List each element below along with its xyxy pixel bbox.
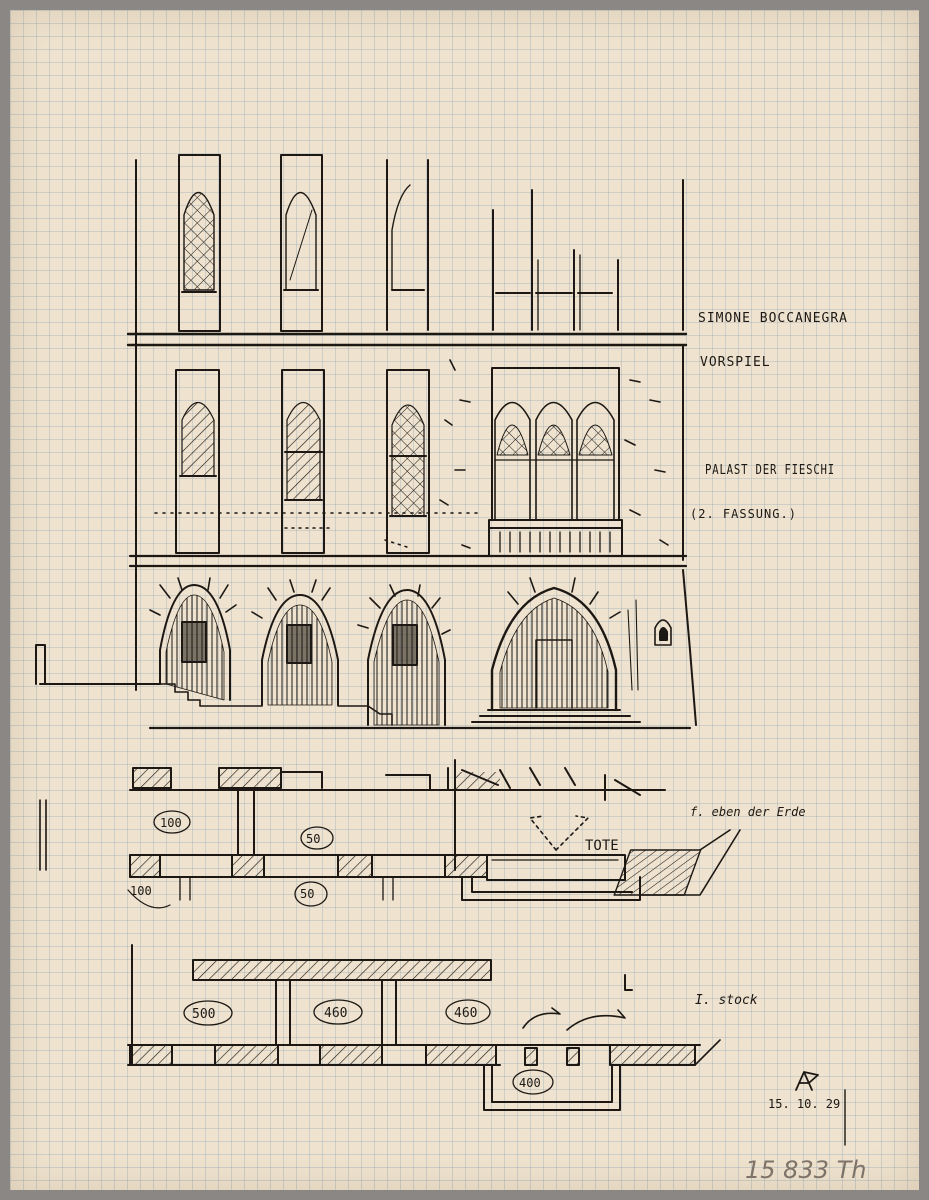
title-label: SIMONE BOCCANEGRA [698,311,848,326]
ground-floor-plan [39,759,741,909]
annotations: SIMONE BOCCANEGRA VORSPIEL PALAST DER FI… [130,311,866,1184]
palace-label: PALAST DER FIESCHI [705,463,835,478]
signature-mark [795,1071,846,1146]
dimension-label: 100 [160,816,182,830]
inventory-number: 15 833 Th [745,1156,866,1184]
dimension-label: 500 [192,1007,215,1022]
top-storey-windows [178,154,619,332]
ground-floor-label: f. eben der Erde [690,805,806,819]
middle-storey-windows [154,359,669,557]
facade-elevation [35,154,697,730]
dimension-label: 460 [324,1006,347,1021]
door-label: TOTE [585,838,619,854]
ground-floor-arches [149,577,672,726]
dimension-label: 50 [300,887,314,901]
dimension-label: 50 [306,832,320,846]
first-floor-plan [127,944,721,1111]
first-floor-label: I. stock [695,993,758,1008]
dimension-label: 100 [130,884,152,898]
dimension-label: 460 [454,1006,477,1021]
date-label: 15. 10. 29 [768,1097,840,1111]
subtitle-label: VORSPIEL [700,355,771,370]
drawing-sheet [10,10,919,1190]
version-label: (2. FASSUNG.) [690,507,797,521]
dimension-label: 400 [519,1076,541,1090]
